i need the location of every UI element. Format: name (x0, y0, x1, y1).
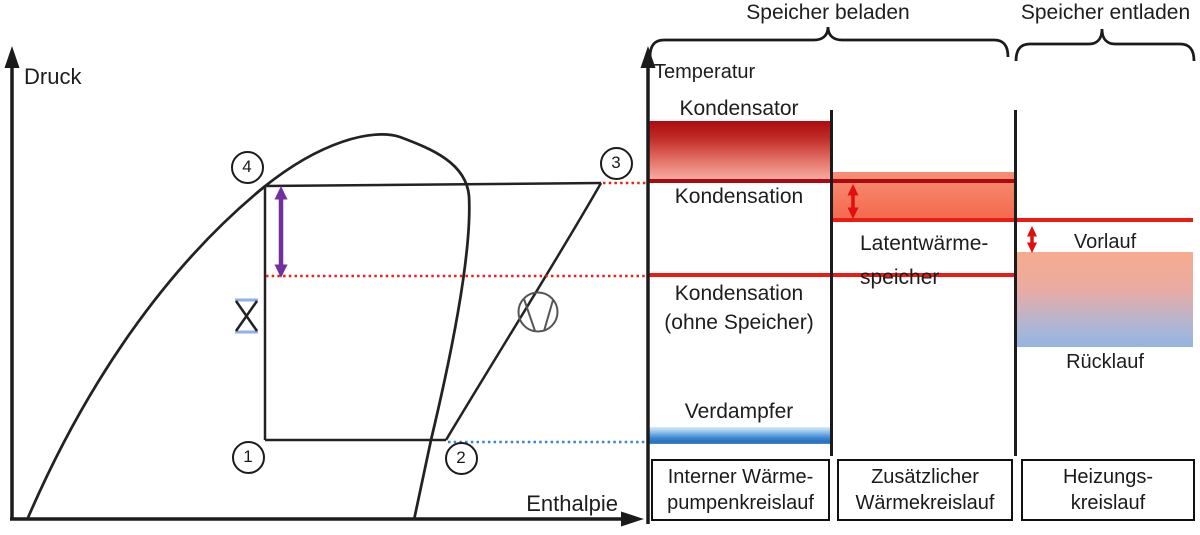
heating-circuit-temperature-bar (1017, 252, 1193, 347)
evaporator-temperature-bar (648, 427, 830, 444)
compressor-icon (517, 291, 559, 333)
charge-phase-label: Speicher beladen (746, 1, 910, 24)
storage-delta-t-arrow (847, 184, 859, 219)
enthalpy-axis-label: Enthalpie (526, 491, 618, 516)
circuit-box-heating-circuit: Heizungs- kreislauf (1021, 459, 1195, 521)
expansion-valve-icon (234, 298, 259, 334)
kondensator-label: Kondensator (679, 97, 799, 120)
cycle-path (263, 181, 603, 442)
temperature-axis (640, 46, 656, 524)
state-point-2: 2 (444, 441, 478, 475)
discharge-phase-brace (1014, 28, 1196, 62)
ruecklauf-label: Rücklauf (1066, 351, 1144, 373)
verdampfer-label: Verdampfer (684, 400, 794, 423)
pressure-axis-label: Druck (24, 64, 82, 89)
enthalpy-axis (10, 511, 644, 527)
kondensation-label: Kondensation (674, 185, 804, 208)
state-point-3: 3 (599, 146, 633, 180)
charge-phase-brace (648, 26, 1010, 58)
state-point-1: 1 (231, 440, 265, 474)
column-divider-1 (830, 110, 833, 456)
pressure-axis (4, 46, 20, 520)
vorlauf-delta-t-arrow (1027, 226, 1037, 253)
circuit-box-additional-heat-circuit: Zusätzlicher Wärmekreislauf (837, 459, 1013, 521)
state-point-4: 4 (230, 150, 264, 184)
condenser-temperature-bar (648, 121, 830, 181)
circuit-box-internal-heat-pump: Interner Wärme- pumpenkreislauf (651, 459, 830, 521)
vapor-dome-curve (25, 133, 471, 521)
latent-storage-level-line (833, 218, 1193, 222)
temperature-lift-arrow (274, 186, 288, 278)
kondensation-ohne-speicher-label: Kondensation (ohne Speicher) (664, 282, 814, 334)
temperature-axis-label: Temperatur (654, 61, 756, 83)
vorlauf-label: Vorlauf (1073, 231, 1137, 253)
column-divider-2 (1014, 110, 1017, 456)
latentwaermespeicher-label: Latentwärme- speicher (860, 232, 989, 289)
discharge-phase-label: Speicher entladen (1020, 1, 1191, 24)
